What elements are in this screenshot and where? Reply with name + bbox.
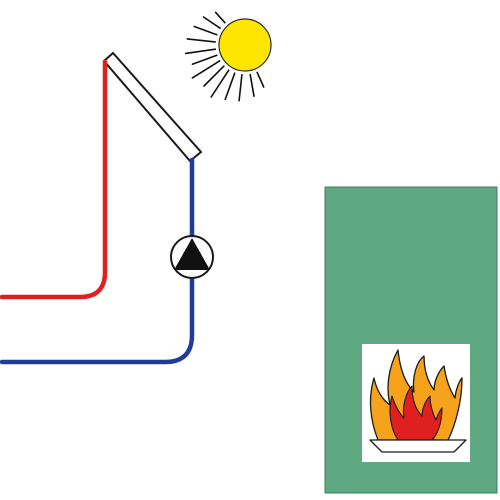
- pump-direction-arrow: [174, 238, 210, 270]
- sun-ray: [214, 11, 226, 24]
- sun-ray: [191, 54, 218, 65]
- sun-ray: [186, 38, 216, 43]
- flame-inner: [389, 385, 443, 441]
- flame-icon: [362, 344, 470, 462]
- burner-tray: [369, 439, 467, 453]
- solar-collector-panel: [102, 51, 203, 163]
- sun-ray: [193, 25, 218, 36]
- hot-flow-pipe: [0, 59, 108, 300]
- sun-ray: [210, 69, 230, 98]
- sun-ray: [224, 72, 236, 101]
- sun-icon: [184, 11, 272, 102]
- solar-collector: [102, 51, 203, 163]
- sun-ray: [249, 73, 255, 97]
- sun-ray: [202, 16, 221, 30]
- sun-ray: [203, 65, 225, 87]
- sun-ray: [191, 60, 221, 79]
- sun-ray: [256, 71, 265, 88]
- sun-rays: [184, 11, 265, 102]
- sun-disc: [218, 18, 272, 72]
- sun-ray: [184, 48, 217, 55]
- circulation-pump-icon: [170, 235, 214, 279]
- sun-ray: [238, 74, 243, 102]
- cold-return-pipe: [0, 157, 195, 365]
